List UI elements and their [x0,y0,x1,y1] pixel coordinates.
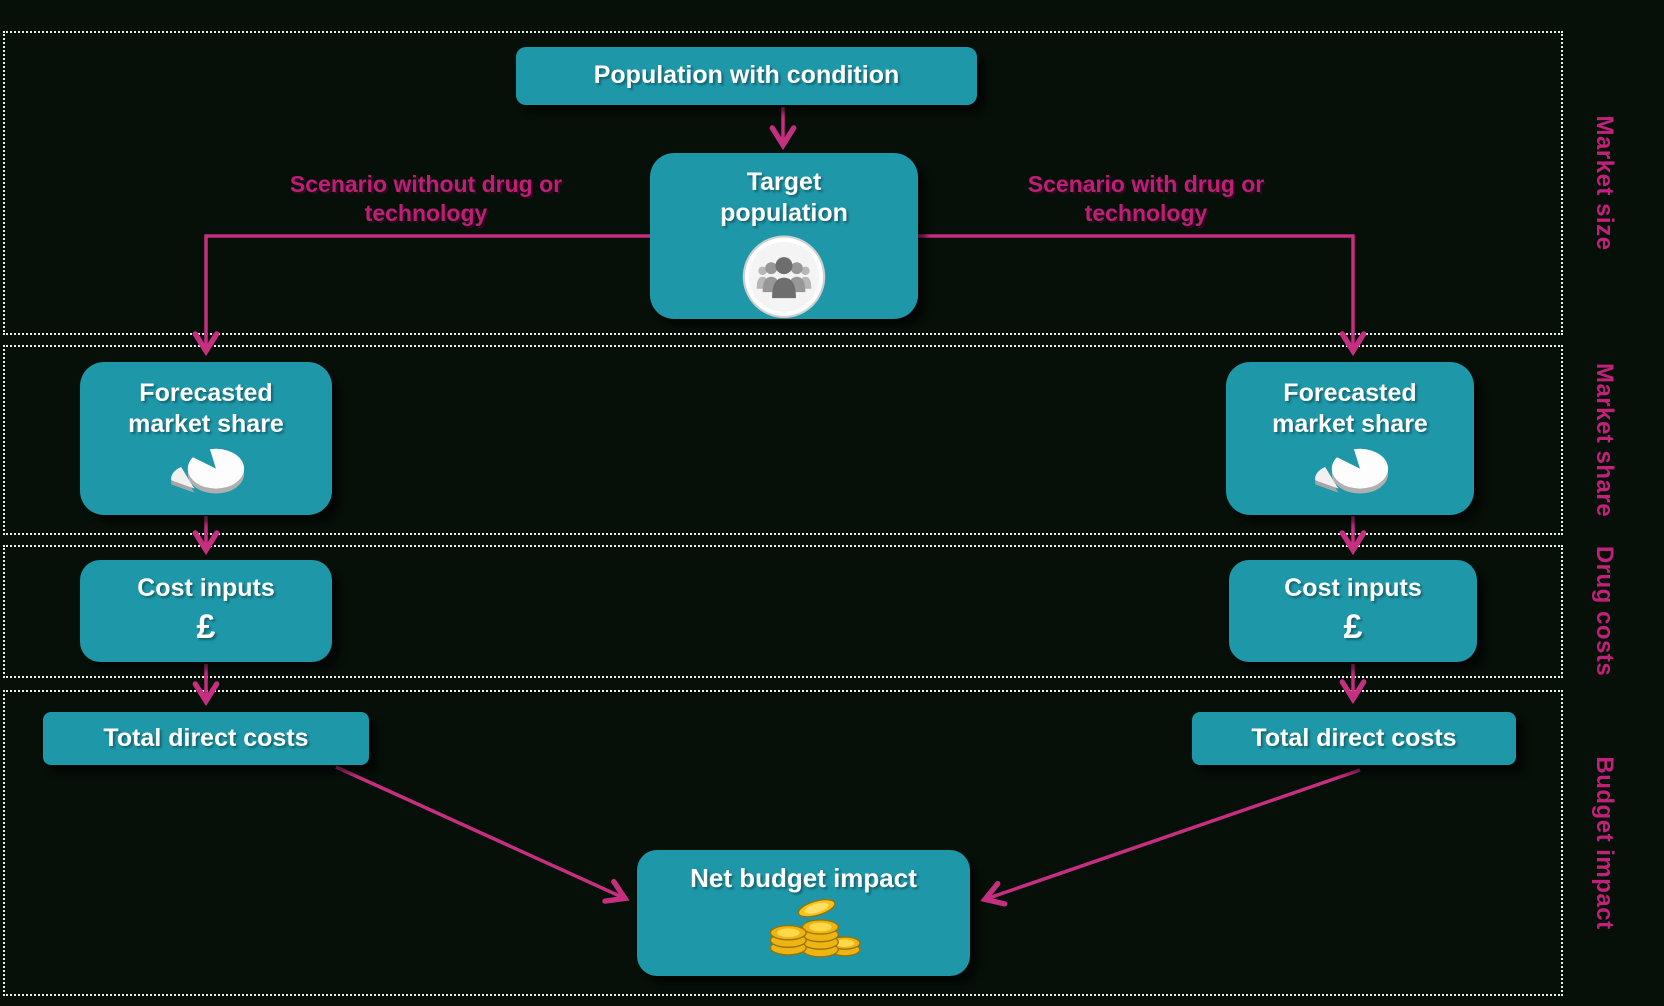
target-population-line2: population [720,199,848,228]
scenario-with-drug-label: Scenario with drug or technology [956,170,1336,229]
node-total-direct-costs-right: Total direct costs [1192,712,1516,765]
node-target-population: Target population [650,153,918,319]
scenario-with-line2: technology [1084,200,1208,227]
node-population-with-condition: Population with condition [516,47,977,105]
net-budget-impact-label: Net budget impact [690,863,917,893]
node-cost-inputs-left: Cost inputs £ [80,560,332,662]
people-group-icon [742,234,826,318]
forecast-left-line1: Forecasted [139,379,273,407]
total-left-label: Total direct costs [103,723,309,752]
cost-right-label: Cost inputs [1284,574,1422,603]
forecast-right-line1: Forecasted [1283,379,1417,407]
band-drug-costs-frame [3,545,1563,678]
node-total-direct-costs-left: Total direct costs [43,712,369,765]
target-population-line1: Target [746,168,822,196]
band-market-size-frame [3,31,1563,335]
node-net-budget-impact: Net budget impact [637,850,970,976]
band-label-market-size: Market size [1591,115,1618,251]
scenario-without-line2: technology [364,200,488,227]
total-right-label: Total direct costs [1251,723,1457,752]
band-label-budget-impact: Budget impact [1591,756,1618,930]
band-label-market-share: Market share [1591,362,1618,518]
cost-left-label: Cost inputs [137,574,275,603]
pie-chart-icon [1315,446,1389,494]
band-label-drug-costs: Drug costs [1591,545,1618,677]
pound-sign: £ [1343,608,1363,647]
scenario-without-line1: Scenario without drug or [289,171,563,197]
population-with-condition-label: Population with condition [593,61,900,90]
coins-icon [769,898,861,957]
band-budget-impact-frame [3,690,1563,996]
scenario-without-drug-label: Scenario without drug or technology [236,170,616,229]
node-forecasted-market-share-left: Forecasted market share [80,362,332,515]
pie-chart-icon [171,446,245,494]
forecast-left-line2: market share [128,410,284,439]
pound-sign: £ [196,608,216,647]
band-market-share-frame [3,345,1563,535]
node-cost-inputs-right: Cost inputs £ [1229,560,1477,662]
forecast-right-line2: market share [1272,410,1428,439]
scenario-with-line1: Scenario with drug or [1027,171,1265,197]
node-forecasted-market-share-right: Forecasted market share [1226,362,1474,515]
